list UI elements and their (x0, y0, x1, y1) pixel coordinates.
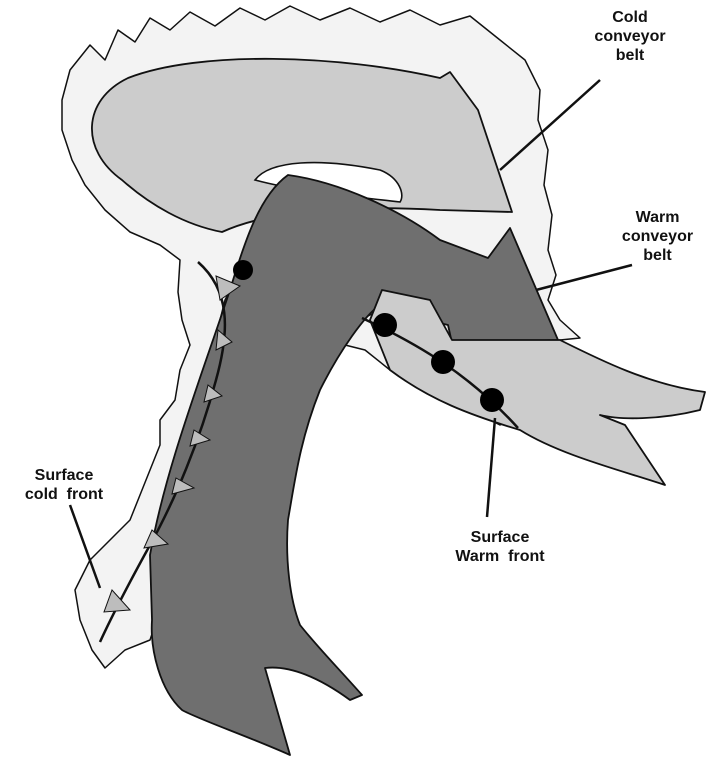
warm-front-semicircle (431, 350, 455, 374)
cold-conveyor-belt-label-line1: Cold (575, 8, 685, 27)
surface-warm-front-label-line2: Warm front (430, 547, 570, 566)
warm-conveyor-belt-label: Warm conveyor belt (605, 208, 710, 265)
cold-conveyor-belt-label-line3: belt (575, 46, 685, 65)
surface-cold-front-label: Surface cold front (4, 466, 124, 504)
warm-conveyor-belt-label-line3: belt (605, 246, 710, 265)
surface-cold-front-label-line1: Surface (4, 466, 124, 485)
warm-front-semicircle (373, 313, 397, 337)
warm-front-semicircle (233, 260, 253, 280)
warm-conveyor-belt-label-line2: conveyor (605, 227, 710, 246)
cold-conveyor-belt-label-line2: conveyor (575, 27, 685, 46)
leader-surface-warm-front (487, 418, 495, 517)
surface-warm-front-label: Surface Warm front (430, 528, 570, 566)
warm-conveyor-belt-label-line1: Warm (605, 208, 710, 227)
cold-conveyor-belt-label: Cold conveyor belt (575, 8, 685, 65)
surface-warm-front-label-line1: Surface (430, 528, 570, 547)
surface-cold-front-label-line2: cold front (4, 485, 124, 504)
warm-front-semicircle (480, 388, 504, 412)
